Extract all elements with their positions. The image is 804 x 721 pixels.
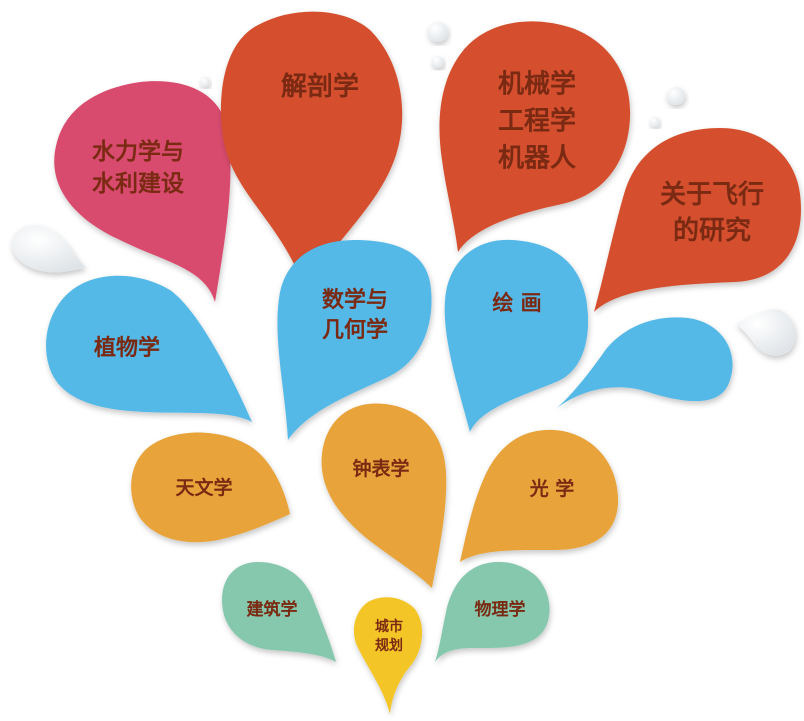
label-line: 水力学与: [92, 139, 184, 165]
drop-optics: [460, 429, 619, 562]
label-line: 的研究: [672, 216, 752, 246]
label-astronomy: 天文学: [175, 475, 232, 501]
drop-mechanics: [439, 21, 631, 253]
label-line: 几何学: [321, 318, 389, 343]
label-line: 物理学: [474, 600, 526, 620]
drop-hydraulics: [54, 81, 231, 302]
drop-architecture: [222, 562, 336, 662]
label-line: 城市: [375, 619, 403, 635]
deco-bubble: [736, 309, 796, 356]
label-horology: 钟表学: [352, 456, 409, 482]
label-architecture: 建筑学: [247, 598, 298, 622]
label-optics: 光 学: [530, 476, 575, 502]
drop-blank-blue: [552, 317, 733, 412]
drop-painting: [444, 239, 589, 432]
label-line: 工程学: [497, 106, 577, 137]
label-line: 天文学: [175, 477, 233, 499]
deco-bubble: [667, 87, 685, 105]
label-urban: 城市 规划: [375, 618, 403, 656]
drop-flight: [594, 128, 801, 312]
label-painting: 绘 画: [492, 289, 541, 317]
label-line: 植物学: [93, 336, 161, 361]
drop-astronomy: [131, 432, 290, 543]
drop-physics: [435, 561, 550, 662]
drop-botany: [46, 275, 253, 422]
label-line: 建筑学: [246, 600, 298, 620]
deco-bubble: [200, 77, 210, 87]
label-mechanics: 机械学 工程学 机器人: [498, 67, 576, 178]
label-line: 绘 画: [492, 291, 542, 315]
label-line: 机械学: [497, 69, 577, 100]
deco-bubble: [428, 22, 448, 42]
label-line: 关于飞行: [659, 180, 765, 210]
label-flight: 关于飞行 的研究: [660, 177, 764, 249]
drop-horology: [321, 403, 447, 588]
drop-math: [277, 240, 432, 440]
label-line: 数学与: [321, 288, 389, 313]
label-hydraulics: 水力学与 水利建设: [92, 136, 184, 200]
label-line: 水利建设: [92, 171, 184, 197]
drop-urban: [353, 597, 423, 714]
label-line: 光 学: [529, 478, 575, 500]
deco-bubble: [11, 225, 86, 273]
label-line: 机器人: [497, 143, 577, 174]
label-botany: 植物学: [94, 334, 160, 364]
deco-bubble: [432, 56, 444, 68]
label-anatomy: 解剖学: [281, 71, 359, 103]
label-physics: 物理学: [475, 598, 526, 622]
deco-bubble: [650, 117, 660, 127]
label-line: 解剖学: [280, 72, 360, 102]
label-math: 数学与 几何学: [322, 286, 388, 346]
label-line: 钟表学: [352, 458, 410, 480]
label-line: 规划: [375, 638, 403, 654]
drop-anatomy: [220, 11, 403, 290]
